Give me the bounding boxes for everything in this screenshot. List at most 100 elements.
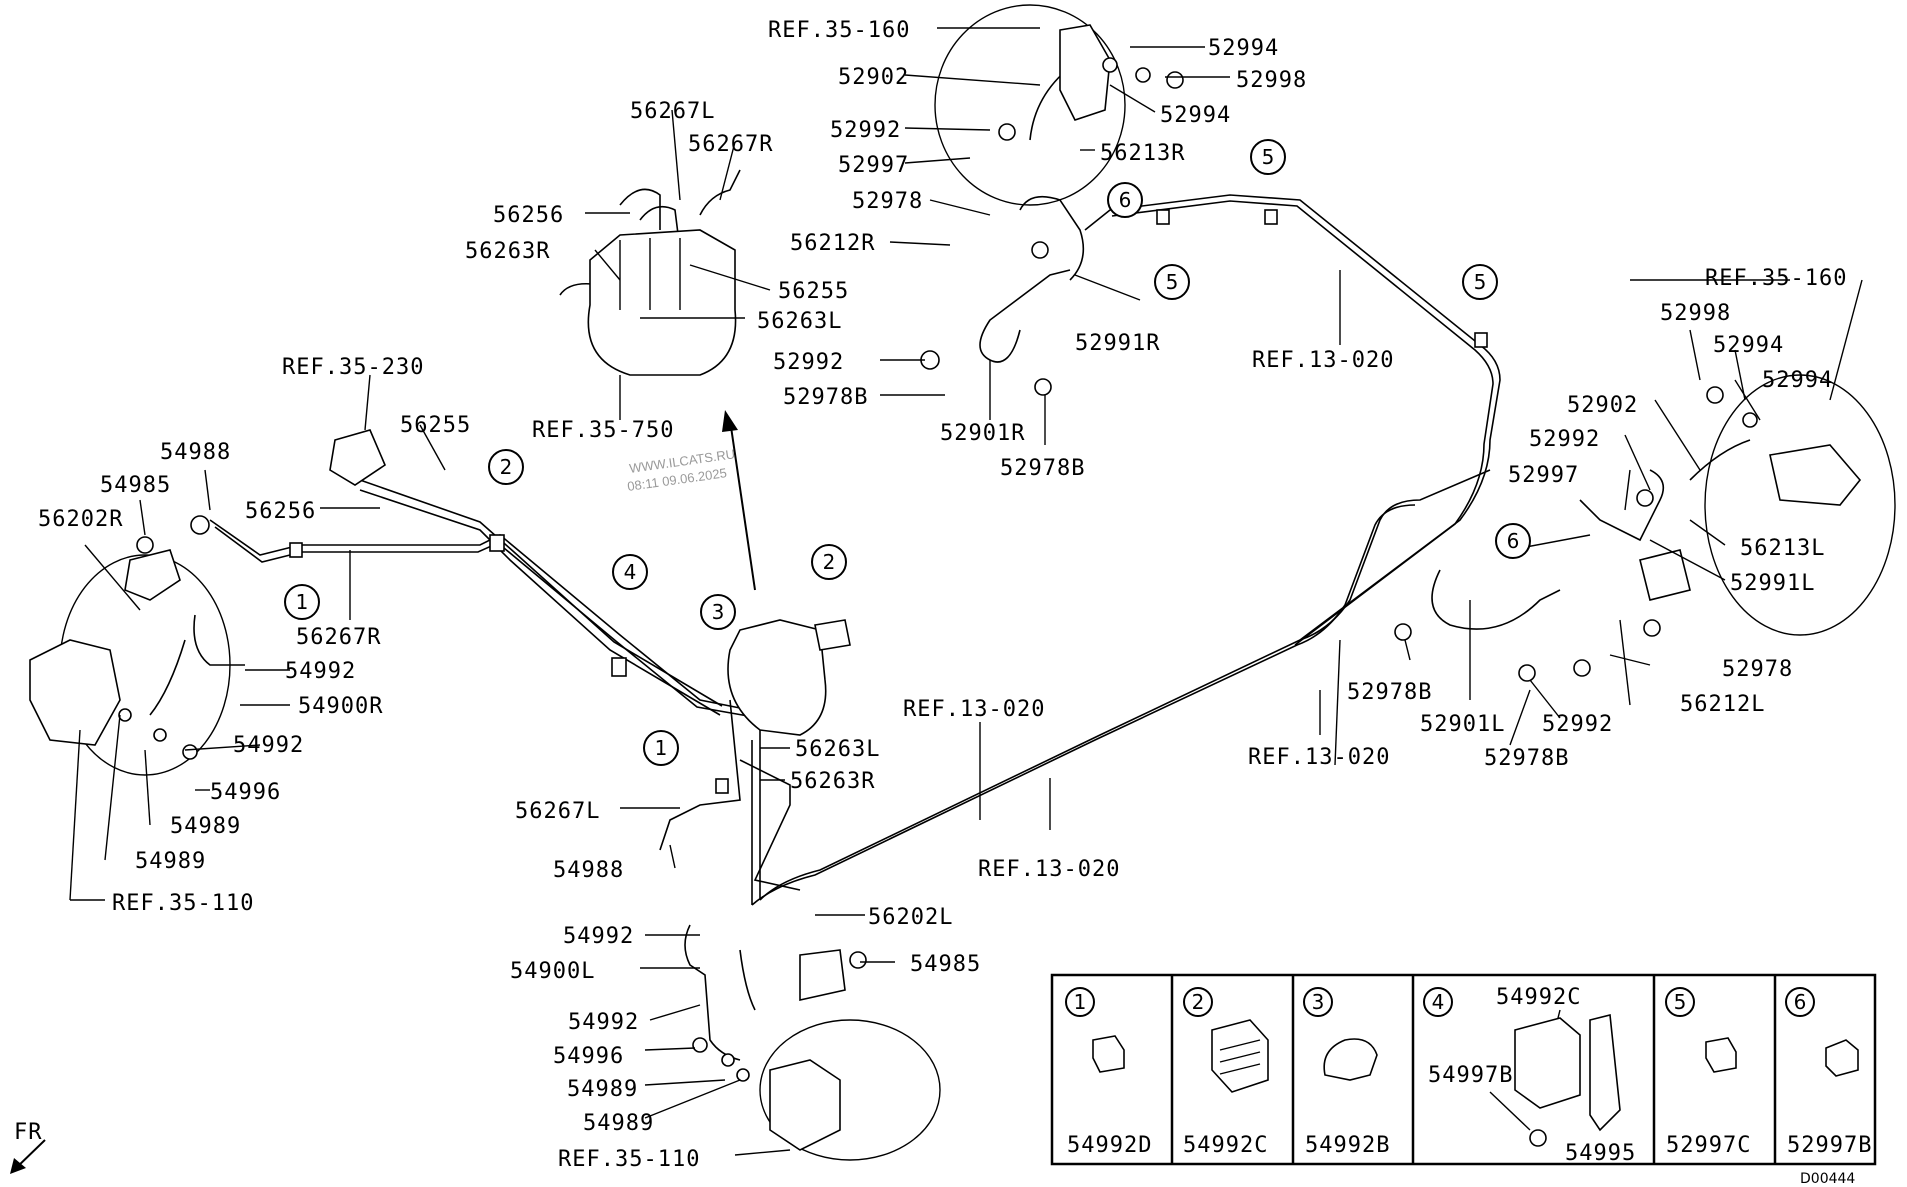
part-label: 52994 (1160, 103, 1231, 128)
part-label: 54989 (135, 849, 206, 874)
svg-text:4: 4 (1432, 990, 1445, 1014)
callout-6: 6 (1107, 182, 1143, 218)
legend-part: 54992C (1183, 1133, 1268, 1158)
part-label: 52994 (1762, 368, 1833, 393)
part-label: 52978B (1484, 746, 1569, 771)
svg-text:6: 6 (1119, 188, 1132, 212)
legend-cell-2: 2 54992C (1183, 987, 1269, 1158)
legend-part: 54997B (1428, 1063, 1513, 1088)
abs-unit-center (727, 619, 827, 736)
part-label: 54992 (285, 659, 356, 684)
brake-pipes (149, 54, 1751, 1061)
part-label: 56256 (493, 203, 564, 228)
legend-part: 54992B (1305, 1133, 1390, 1158)
part-label: 56202L (868, 905, 953, 930)
part-label: 54985 (910, 952, 981, 977)
part-label: 52901L (1420, 712, 1505, 737)
part-label: 56256 (245, 499, 316, 524)
part-label: 54900L (510, 959, 595, 984)
part-label: 56202R (38, 507, 123, 532)
part-label: 56263L (795, 737, 880, 762)
part-label: 54992 (233, 733, 304, 758)
svg-text:5: 5 (1474, 270, 1487, 294)
ref-label: REF.13-020 (1248, 745, 1390, 770)
part-label: 52992 (830, 118, 901, 143)
callout-6: 6 (1495, 523, 1531, 559)
part-label: 54992 (568, 1010, 639, 1035)
fr-label: FR (14, 1120, 43, 1145)
rear-right-disc-outline (934, 4, 1126, 206)
part-label: 56263R (790, 769, 875, 794)
fr-marker: FR (10, 1120, 46, 1174)
part-label: 52992 (773, 350, 844, 375)
fittings (118, 57, 1758, 1082)
leader-lines (69, 27, 1863, 1156)
ref-label: REF.13-020 (903, 697, 1045, 722)
part-label: 56263R (465, 239, 550, 264)
part-label: 54992 (563, 924, 634, 949)
part-label: 54988 (160, 440, 231, 465)
svg-text:6: 6 (1507, 529, 1520, 553)
part-label: 54989 (567, 1077, 638, 1102)
watermark: WWW.ILCATS.RU 08:11 09.06.2025 (626, 446, 736, 494)
part-label: 56212L (1680, 692, 1765, 717)
callout-3: 3 (700, 594, 736, 630)
part-label: 52901R (940, 421, 1025, 446)
ref-label: REF.35-230 (282, 355, 424, 380)
clip-52997b-icon (1825, 1039, 1859, 1077)
svg-text:5: 5 (1262, 145, 1275, 169)
legend-cell-4: 4 54992C 54997B 54995 (1423, 985, 1636, 1166)
part-label: 54989 (583, 1111, 654, 1136)
part-label: 54988 (553, 858, 624, 883)
svg-text:3: 3 (1312, 990, 1325, 1014)
front-left-bracket (124, 549, 181, 601)
part-labels: REF.35-160 52994 52998 52902 52994 52992… (38, 18, 1846, 1172)
abs-unit-top (587, 229, 737, 376)
part-label: 54985 (100, 473, 171, 498)
clip-54992c-small-icon (1514, 1017, 1581, 1109)
rear-left-bracket (799, 949, 846, 1001)
part-label: 56267R (296, 625, 381, 650)
bolt-54997b-icon (1529, 1129, 1547, 1147)
legend-part: 54992D (1067, 1133, 1152, 1158)
part-label: 56263L (757, 309, 842, 334)
svg-text:4: 4 (624, 560, 637, 584)
svg-text:1: 1 (655, 736, 668, 760)
part-label: 52997 (838, 153, 909, 178)
part-label: 52994 (1713, 333, 1784, 358)
legend-cell-5: 5 52997C (1665, 987, 1751, 1158)
clip-2-center (814, 619, 851, 651)
brake-assemblies (29, 4, 1896, 1161)
part-label: 52994 (1208, 36, 1279, 61)
part-label: 52992 (1542, 712, 1613, 737)
part-label: 56255 (400, 413, 471, 438)
part-label: 52902 (1567, 393, 1638, 418)
callout-1: 1 (643, 730, 679, 766)
detail-arrow (722, 410, 756, 591)
part-label: 56213R (1100, 141, 1185, 166)
legend-part: 54995 (1565, 1141, 1636, 1166)
part-label: 52978B (1000, 456, 1085, 481)
part-label: 52902 (838, 65, 909, 90)
callouts: 1 1 2 2 3 4 5 5 5 6 6 (284, 139, 1531, 766)
svg-text:2: 2 (500, 455, 513, 479)
part-label: 52978B (1347, 680, 1432, 705)
part-label: 52997 (1508, 463, 1579, 488)
part-label: 56267L (515, 799, 600, 824)
part-label: 54996 (553, 1044, 624, 1069)
legend-part: 52997C (1666, 1133, 1751, 1158)
ref-label: REF.13-020 (1252, 348, 1394, 373)
callout-5: 5 (1250, 139, 1286, 175)
part-label: 52978 (852, 189, 923, 214)
svg-text:5: 5 (1674, 990, 1687, 1014)
ref-label: REF.35-110 (112, 891, 254, 916)
legend-cell-1: 1 54992D (1065, 987, 1152, 1158)
part-label: 56213L (1740, 536, 1825, 561)
part-label: 54996 (210, 780, 281, 805)
part-label: 52978B (783, 385, 868, 410)
legend-part: 54992C (1496, 985, 1581, 1010)
part-label: 56255 (778, 279, 849, 304)
rear-right-caliper (1059, 24, 1111, 121)
ref-label: REF.35-110 (558, 1147, 700, 1172)
